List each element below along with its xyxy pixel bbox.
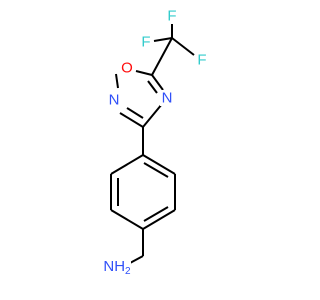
bond-ch2-n [129, 255, 144, 264]
bond-c-f-right [171, 37, 195, 56]
bonds [110, 20, 195, 264]
atom-f-left: F [140, 34, 152, 51]
nitrogen-ring-right-label: N [162, 90, 173, 107]
bond-benzene-1-2 [142, 154, 176, 175]
fluorine-right-label: F [197, 52, 206, 69]
atom-oxygen: O [120, 60, 134, 77]
bond-n2-c3-double [126, 107, 144, 119]
bond-o1-n2 [115, 73, 119, 89]
bond-benzene-3-4-inner [143, 206, 169, 222]
amine-h-subscript: 2 [125, 266, 131, 277]
fluorine-top-label: F [167, 8, 176, 25]
bond-benzene-6-1 [110, 154, 144, 175]
bond-c5-o1 [135, 70, 153, 76]
amine-nh-text: NH [103, 258, 125, 275]
oxygen-label: O [121, 60, 133, 77]
atom-nitrogen-ring-left: N [107, 92, 121, 109]
bond-c-f-left [153, 37, 173, 42]
bond-benzene-1-2-inner [143, 162, 169, 178]
atom-f-right: F [196, 52, 208, 69]
atom-amine: NH2 [103, 258, 131, 278]
fluorine-left-label: F [141, 34, 150, 51]
bond-c3-n4 [142, 103, 163, 128]
atom-nitrogen-ring-right: N [160, 90, 174, 107]
amine-label: NH2 [103, 258, 131, 277]
bond-n4-c5 [151, 74, 164, 91]
atom-labels: F F F O N N NH2 [103, 8, 208, 278]
bond-benzene-3-4 [142, 209, 176, 230]
atom-f-top: F [166, 8, 178, 25]
nitrogen-ring-left-label: N [109, 92, 120, 109]
bond-c-cf3-ring [151, 37, 173, 76]
bond-n2-c3 [119, 112, 144, 128]
bond-n4-c5-double [147, 80, 158, 94]
bond-benzene-4-5 [110, 209, 144, 230]
molecule-structure: F F F O N N NH2 [103, 8, 208, 278]
